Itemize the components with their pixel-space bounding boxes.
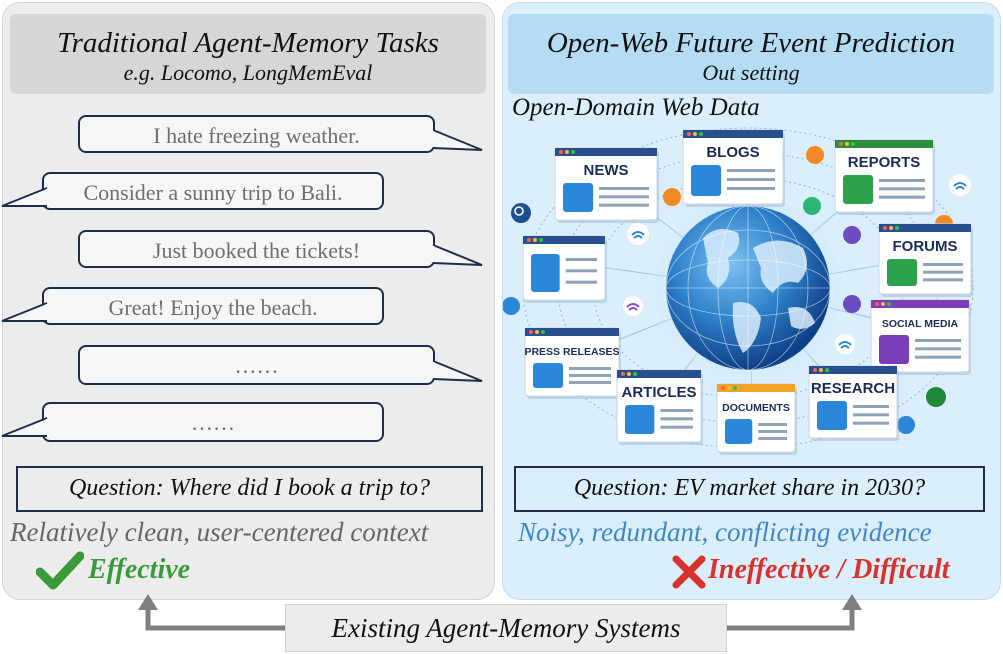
close-icon <box>926 387 946 407</box>
source-card-label: REPORTS <box>848 154 921 171</box>
source-card-label: BLOGS <box>706 144 759 161</box>
check-icon <box>36 551 84 590</box>
right-panel-header: Open-Web Future Event Prediction Out set… <box>508 14 994 94</box>
chat-bubble-agent: Consider a sunny trip to Bali. <box>42 172 384 210</box>
source-card: RESEARCH <box>808 365 899 441</box>
source-card-label: RESEARCH <box>811 380 895 397</box>
source-card: REPORTS <box>834 139 935 215</box>
source-thumbnail-icon <box>563 183 593 212</box>
left-description: Relatively clean, user-centered context <box>10 517 429 547</box>
left-panel-title: Traditional Agent-Memory Tasks <box>57 27 439 59</box>
source-card: NEWS <box>554 147 659 223</box>
chat-bubble-agent: Great! Enjoy the beach. <box>42 287 384 325</box>
wifi-icon <box>627 223 649 245</box>
source-thumbnail-icon <box>625 405 655 434</box>
source-card: SOCIAL MEDIA <box>870 299 971 375</box>
source-thumbnail-icon <box>843 175 873 204</box>
chat-bubble-user: …… <box>78 345 435 385</box>
chat-bubble-user: Just booked the tickets! <box>78 230 435 268</box>
chat-bubble-user: I hate freezing weather. <box>78 115 435 153</box>
web-data-illustration: NEWS BLOGS REPORTS FORUMS SOCIAL MEDIA PRESS … <box>503 127 974 455</box>
left-panel-header: Traditional Agent-Memory Tasks e.g. Loco… <box>10 14 486 94</box>
right-panel-title: Open-Web Future Event Prediction <box>546 27 956 59</box>
rss-icon <box>806 146 824 164</box>
source-thumbnail-icon <box>725 419 753 444</box>
wifi-icon <box>949 174 971 196</box>
connector-arrows <box>138 594 862 631</box>
chat-bubble-agent: …… <box>42 402 384 442</box>
link-icon <box>843 295 861 313</box>
source-card: ARTICLES <box>616 369 703 445</box>
search-icon <box>511 203 531 223</box>
cloud-icon <box>897 416 915 434</box>
source-thumbnail-icon <box>887 259 917 286</box>
bubble-tail-right <box>431 360 483 382</box>
web-data-title: Open-Domain Web Data <box>512 94 760 121</box>
source-card-label: PRESS RELEASES <box>524 346 619 358</box>
cloud-icon <box>503 297 520 315</box>
bubble-tail-right <box>431 129 483 151</box>
source-thumbnail-icon <box>817 401 847 430</box>
source-card: PRESS RELEASES <box>524 327 621 399</box>
source-card-label: SOCIAL MEDIA <box>882 318 959 330</box>
source-thumbnail-icon <box>691 165 721 196</box>
source-card-label: DOCUMENTS <box>722 402 790 414</box>
cross-icon <box>672 555 706 589</box>
right-question-box: Question: EV market share in 2030? <box>514 466 985 512</box>
rss-icon <box>663 188 681 206</box>
right-verdict: Ineffective / Difficult <box>708 554 950 585</box>
bubble-tail-left <box>1 302 49 322</box>
left-question-box: Question: Where did I book a trip to? <box>16 466 483 512</box>
right-description: Noisy, redundant, conflicting evidence <box>518 517 932 547</box>
left-panel-subtitle: e.g. Locomo, LongMemEval <box>123 60 373 85</box>
source-card: BLOGS <box>682 129 785 207</box>
source-card <box>522 235 607 303</box>
source-card-label: NEWS <box>584 162 629 179</box>
source-cards: NEWS BLOGS REPORTS FORUMS SOCIAL MEDIA PRESS … <box>522 129 973 455</box>
source-card: DOCUMENTS <box>716 383 797 455</box>
source-thumbnail-icon <box>533 363 563 388</box>
wifi-icon <box>623 296 643 316</box>
chat-icon <box>803 197 821 215</box>
bubble-tail-right <box>431 244 483 266</box>
bubble-tail-left <box>1 187 49 207</box>
source-thumbnail-icon <box>531 254 560 292</box>
globe-icon <box>665 205 831 371</box>
right-panel-subtitle: Out setting <box>702 60 800 85</box>
left-verdict: Effective <box>88 554 191 585</box>
source-thumbnail-icon <box>879 335 909 364</box>
bottom-system-label: Existing Agent-Memory Systems <box>285 604 727 652</box>
wifi-icon <box>835 334 855 354</box>
source-card-label: FORUMS <box>893 238 958 255</box>
bubble-tail-left <box>1 417 49 437</box>
source-card-label: ARTICLES <box>622 384 697 401</box>
link-icon <box>843 226 861 244</box>
source-card: FORUMS <box>878 223 973 297</box>
